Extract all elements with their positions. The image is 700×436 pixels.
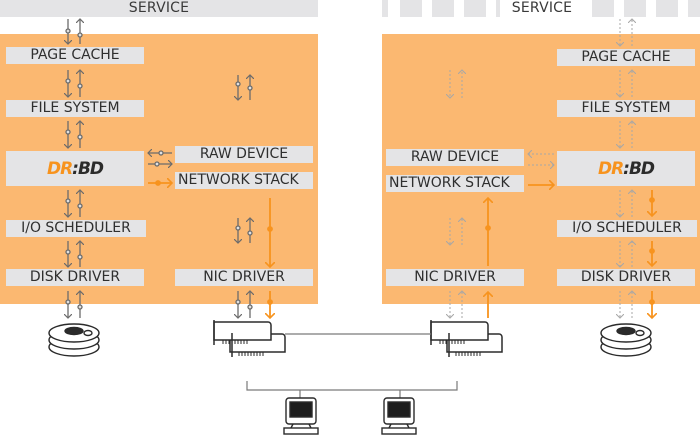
secondary-drbd-block: DR:BD: [557, 151, 695, 186]
disk-stack-icon: [600, 323, 652, 357]
network-card-icon: [430, 320, 503, 357]
primary-raw-device: RAW DEVICE: [175, 146, 313, 163]
secondary-service-label: SERVICE: [500, 0, 584, 17]
secondary-disk-driver: DISK DRIVER: [557, 269, 695, 286]
primary-service-label: SERVICE: [128, 0, 190, 16]
drbd-logo-secondary: DR:BD: [557, 151, 695, 186]
secondary-network-stack: NETWORK STACK: [386, 175, 524, 192]
client-lan: [246, 381, 458, 398]
drbd-logo-dr: DR: [46, 158, 73, 179]
primary-nic-driver: NIC DRIVER: [175, 269, 313, 286]
primary-drbd-block: DR:BD: [6, 151, 144, 186]
primary-disk-driver: DISK DRIVER: [6, 269, 144, 286]
secondary-raw-device: RAW DEVICE: [386, 149, 524, 166]
primary-io-scheduler: I/O SCHEDULER: [6, 220, 146, 237]
drbd-logo-dr: DR: [597, 158, 624, 179]
primary-network-stack: NETWORK STACK: [175, 172, 313, 189]
secondary-page-cache: PAGE CACHE: [557, 49, 695, 66]
computer-monitor-icon: [381, 397, 417, 435]
disk-stack-icon: [48, 323, 100, 357]
secondary-nic-driver: NIC DRIVER: [386, 269, 524, 286]
primary-file-system: FILE SYSTEM: [6, 100, 144, 117]
secondary-file-system: FILE SYSTEM: [557, 100, 695, 117]
primary-service-bar: [0, 0, 318, 17]
drbd-logo-bd: :BD: [623, 158, 655, 179]
network-card-icon: [213, 320, 286, 357]
drbd-logo: DR:BD: [6, 151, 144, 186]
drbd-logo-bd: :BD: [72, 158, 104, 179]
secondary-io-scheduler: I/O SCHEDULER: [557, 220, 697, 237]
computer-monitor-icon: [283, 397, 319, 435]
primary-page-cache: PAGE CACHE: [6, 47, 144, 64]
